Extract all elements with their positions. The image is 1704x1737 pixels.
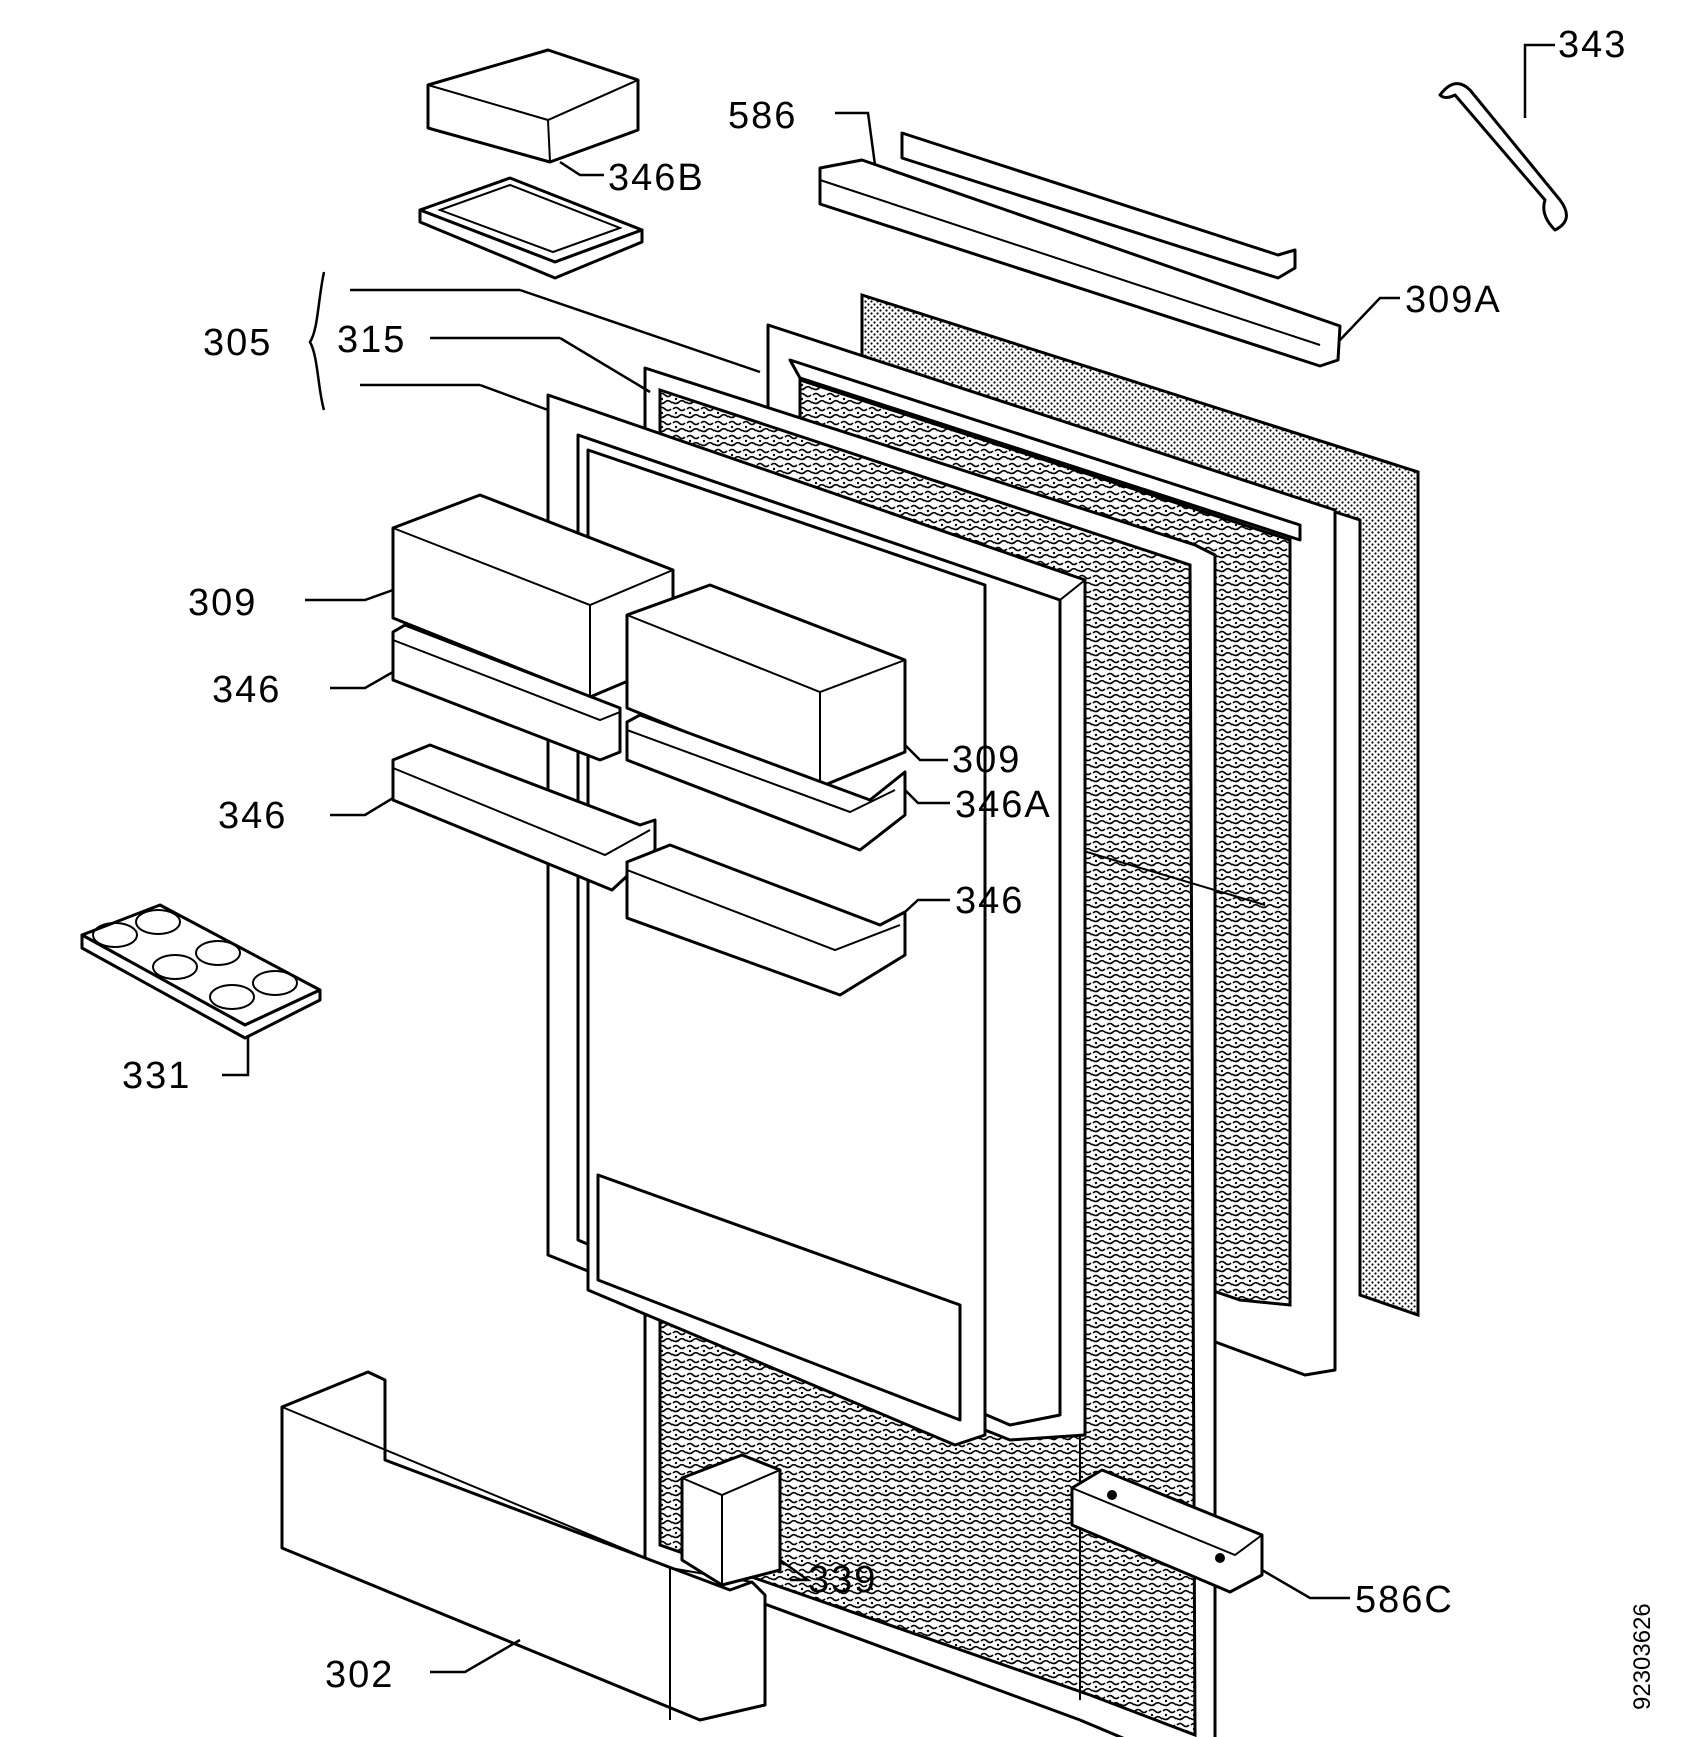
leader-lines	[222, 43, 1555, 1674]
label-309-left: 309	[188, 582, 257, 624]
label-343: 343	[1558, 24, 1627, 66]
dairy-box-tray	[418, 176, 644, 280]
spring-clip	[1438, 82, 1568, 232]
egg-tray	[80, 903, 322, 1040]
label-346-upper: 346	[212, 669, 281, 711]
label-305: 305	[203, 322, 272, 364]
hinge-bracket	[1070, 1468, 1264, 1594]
door-box-right	[625, 583, 907, 789]
label-586C: 586C	[1355, 1579, 1454, 1621]
dairy-box-lid	[426, 48, 640, 164]
drawing-number: 92303626	[1629, 1603, 1656, 1710]
label-309-right: 309	[952, 739, 1021, 781]
label-331: 331	[122, 1055, 191, 1097]
label-346-lower: 346	[218, 795, 287, 837]
label-346A: 346A	[955, 784, 1052, 826]
label-586: 586	[728, 95, 797, 137]
label-346B: 346B	[608, 157, 705, 199]
label-315: 315	[337, 319, 406, 361]
door-shelf-upper-left	[391, 623, 622, 762]
door-shelf-346A	[625, 713, 907, 852]
top-cover-309A	[900, 131, 1297, 280]
door-shelf-lower-right	[625, 843, 907, 997]
top-trim-strip	[818, 158, 1342, 368]
label-309A: 309A	[1405, 279, 1502, 321]
label-346-right: 346	[955, 880, 1024, 922]
label-339: 339	[808, 1559, 877, 1601]
bottle-stopper	[680, 1453, 782, 1587]
label-302: 302	[325, 1654, 394, 1696]
door-shelf-middle-left	[391, 743, 657, 892]
